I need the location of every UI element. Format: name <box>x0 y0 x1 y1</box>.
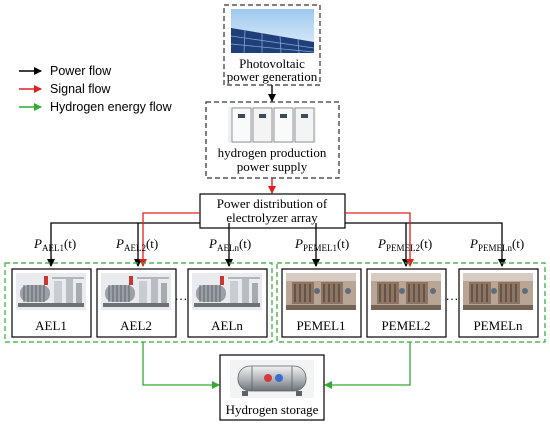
distribution-label-line1: Power distribution of <box>217 196 328 211</box>
legend-power-label: Power flow <box>50 64 112 78</box>
power-bus <box>47 222 506 267</box>
hydrogen-flow <box>142 342 411 389</box>
pv-label-line1: Photovoltaic <box>239 56 305 71</box>
pv-node: Photovoltaic power generation <box>223 4 321 86</box>
ael-ellipsis: … <box>175 288 188 303</box>
solar-panel-icon <box>230 9 315 54</box>
pem-electrolyzer-icon <box>462 272 534 311</box>
pv-label-line2: power generation <box>227 69 318 84</box>
alkaline-electrolyzer-icon <box>15 272 87 311</box>
alkaline-electrolyzer-icon <box>191 272 263 311</box>
legend-hydrogen-label: Hydrogen energy flow <box>50 100 173 114</box>
power-label-pemeln: PPEMELn(t) <box>469 236 524 253</box>
power-label-pemel2: PPEMEL2(t) <box>377 236 432 253</box>
pem-electrolyzer-icon <box>285 272 357 311</box>
ael-unit-1-label: AEL1 <box>35 318 67 333</box>
power-cabinet-icon <box>228 107 316 143</box>
pemel-ellipsis: … <box>446 288 459 303</box>
storage-node: Hydrogen storage <box>219 354 325 421</box>
storage-label: Hydrogen storage <box>226 402 319 417</box>
ael-unit-1: AEL1 <box>11 268 92 338</box>
supply-label-line2: power supply <box>237 159 308 174</box>
signal-lines <box>139 212 414 267</box>
pemel-unit-2-label: PEMEL2 <box>381 318 430 333</box>
ael-group: AEL1 AEL2 … AELn <box>4 262 273 343</box>
pemel-unit-1-label: PEMEL1 <box>296 318 345 333</box>
power-label-ael2: PAEL2(t) <box>115 236 158 253</box>
pem-electrolyzer-icon <box>370 272 442 311</box>
ael-unit-2-label: AEL2 <box>120 318 152 333</box>
ael-unit-2: AEL2 <box>96 268 177 338</box>
ael-group-outline <box>4 262 273 343</box>
pemel-unit-n: PEMELn <box>458 268 539 338</box>
pemel-unit-1: PEMEL1 <box>281 268 362 338</box>
distribution-node: Power distribution of electrolyzer array <box>199 193 346 229</box>
ael-unit-n: AELn <box>187 268 268 338</box>
pemel-unit-2: PEMEL2 <box>366 268 447 338</box>
legend-signal-label: Signal flow <box>50 82 111 96</box>
power-label-aeln: PAELn(t) <box>208 236 251 253</box>
supply-node: hydrogen production power supply <box>205 101 340 179</box>
power-label-ael1: PAEL1(t) <box>33 236 76 253</box>
hydrogen-tank-icon <box>230 360 314 398</box>
pemel-group: PEMEL1 PEMEL2 … PEMELn <box>276 262 546 343</box>
pemel-unit-n-label: PEMELn <box>473 318 523 333</box>
ael-unit-n-label: AELn <box>211 318 243 333</box>
pemel-group-outline <box>276 262 546 343</box>
supply-label-line1: hydrogen production <box>218 145 327 160</box>
power-labels: PAEL1(t) PAEL2(t) PAELn(t) PPEMEL1(t) PP… <box>33 236 524 253</box>
legend: Power flow Signal flow Hydrogen energy f… <box>19 64 173 114</box>
alkaline-electrolyzer-icon <box>100 272 172 311</box>
distribution-box <box>199 193 346 229</box>
power-label-pemel1: PPEMEL1(t) <box>294 236 349 253</box>
distribution-label-line2: electrolyzer array <box>226 210 318 225</box>
